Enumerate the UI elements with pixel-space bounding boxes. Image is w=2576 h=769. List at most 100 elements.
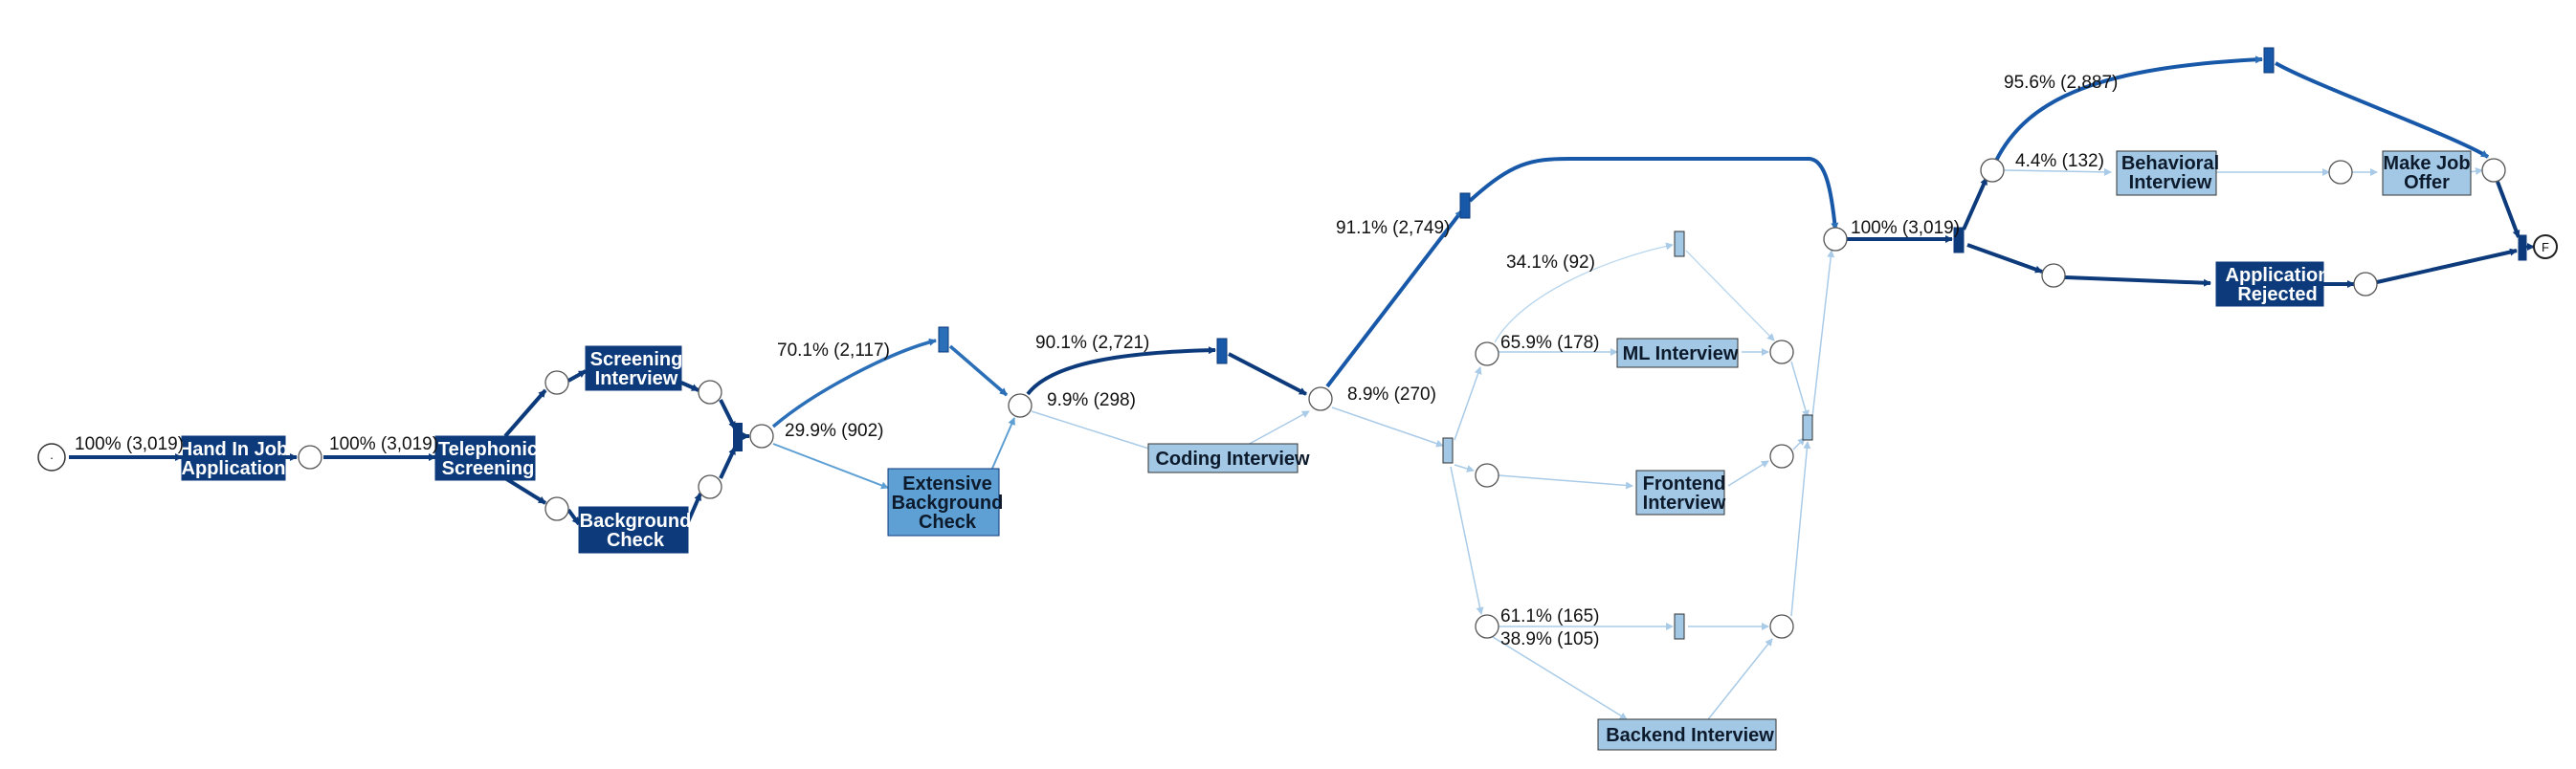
edge-label-p8-tau3: 91.1% (2,749) xyxy=(1336,218,1450,238)
edge-tau3-p15 xyxy=(1468,157,1839,231)
silent-transition-tau3 xyxy=(1459,192,1471,219)
place-p14 xyxy=(1769,614,1794,639)
edge-label-start-hand: 100% (3,019) xyxy=(75,434,184,454)
edge-tau4-p9 xyxy=(1454,366,1482,441)
place-p19 xyxy=(2481,158,2506,183)
silent-transitions-layer xyxy=(733,47,2527,640)
place-p1 xyxy=(298,445,322,470)
edge-coding-p8 xyxy=(1245,410,1310,447)
transition-rejected-line1: Application xyxy=(2226,265,2330,286)
edge-label-p9-ml: 65.9% (178) xyxy=(1500,333,1600,353)
place-p15 xyxy=(1823,227,1848,252)
place-p3 xyxy=(698,380,722,405)
edge-p10-frontend xyxy=(1498,474,1633,490)
edge-p16-tau9 xyxy=(1994,55,2263,162)
edge-label-p16-behav: 4.4% (132) xyxy=(2015,151,2104,171)
activity-transitions-layer: Hand In Job Application Telephonic Scree… xyxy=(179,150,2472,751)
silent-transition-tau7 xyxy=(1674,613,1685,640)
transition-hand-in-box xyxy=(181,435,286,481)
transition-coding-box xyxy=(1147,443,1299,473)
edge-label-p7-tau2: 90.1% (2,721) xyxy=(1035,333,1149,353)
transition-frontend-line1: Frontend xyxy=(1643,473,1726,494)
edge-label-p11-tau7: 61.1% (165) xyxy=(1500,606,1600,626)
transition-frontend-line2: Interview xyxy=(1643,493,1726,514)
place-p10 xyxy=(1475,463,1499,488)
transition-background-line1: Background xyxy=(580,511,692,532)
end-place xyxy=(2533,234,2558,259)
edge-p4-background xyxy=(566,508,581,526)
transition-screening-line1: Screening xyxy=(590,349,683,370)
place-p11 xyxy=(1475,614,1499,639)
transition-extensive-line1: Extensive xyxy=(902,473,991,494)
silent-transition-final xyxy=(2518,234,2527,261)
edge-label-split-ext: 29.9% (902) xyxy=(785,421,884,441)
edge-label-hand-tel: 100% (3,019) xyxy=(329,434,438,454)
edge-p8-tau4 xyxy=(1331,406,1444,448)
edge-label-p16-tau9: 95.6% (2,887) xyxy=(2004,73,2118,93)
edge-p7-coding xyxy=(1031,410,1159,453)
transition-background-line2: Check xyxy=(607,530,665,551)
transition-screening-line2: Interview xyxy=(595,368,678,389)
place-p6 xyxy=(749,424,774,449)
edge-tau8-p17 xyxy=(1966,243,2043,274)
edge-labels-layer: 100% (3,019) 100% (3,019) 70.1% (2,117) … xyxy=(75,73,2118,649)
edge-label-p15-tau8: 100% (3,019) xyxy=(1851,218,1960,238)
transition-telephonic-box xyxy=(434,435,536,481)
edge-tau6-p15 xyxy=(1811,250,1835,418)
edge-p17-rejected xyxy=(2064,275,2211,287)
transition-backend-box xyxy=(1597,718,1777,751)
edge-background-p5 xyxy=(685,493,702,525)
transition-offer-line1: Make Job xyxy=(2383,153,2470,174)
edge-p20-final xyxy=(2376,248,2518,284)
edge-p11-backend xyxy=(1492,636,1628,720)
place-p2 xyxy=(544,370,569,395)
silent-transition-tau5 xyxy=(1674,231,1685,257)
silent-transition-tau1 xyxy=(938,326,949,353)
edge-label-p8-tau4: 8.9% (270) xyxy=(1347,384,1436,405)
start-place xyxy=(37,443,66,472)
transition-extensive-line2: Background xyxy=(892,493,1004,514)
place-p18 xyxy=(2328,160,2353,185)
place-p13 xyxy=(1769,444,1794,469)
edge-p7-tau2 xyxy=(1026,346,1216,396)
transition-behavioral-line2: Interview xyxy=(2129,172,2212,193)
silent-transition-tau6 xyxy=(1802,414,1813,441)
transition-frontend-box xyxy=(1635,470,1725,516)
edge-frontend-p13 xyxy=(1727,460,1769,487)
place-p17 xyxy=(2041,263,2066,288)
edge-p12-tau6 xyxy=(1790,361,1810,418)
edge-tau4-p11 xyxy=(1450,466,1484,615)
place-p4 xyxy=(544,496,569,521)
silent-transition-tau8 xyxy=(1953,227,1965,253)
edge-p16-behavioral xyxy=(2003,167,2112,176)
edge-tau8-p16 xyxy=(1962,177,1988,231)
transition-behavioral-box xyxy=(2116,150,2217,196)
edge-label-p11-backend: 38.9% (105) xyxy=(1500,629,1600,649)
transition-telephonic-line1: Telephonic xyxy=(438,439,538,460)
place-p7 xyxy=(1008,393,1033,418)
edge-tau4-p10 xyxy=(1454,464,1475,472)
edges-layer xyxy=(69,55,2535,724)
transition-ml-box xyxy=(1616,338,1739,368)
edge-screening-p3 xyxy=(680,381,700,392)
edge-telephonic-p2 xyxy=(503,388,547,438)
silent-transition-tau4 xyxy=(1442,437,1454,464)
transition-extensive-line3: Check xyxy=(919,512,977,533)
edge-backend-p14 xyxy=(1704,638,1773,724)
place-p16 xyxy=(1980,158,2005,183)
place-p5 xyxy=(698,474,722,499)
edge-label-p7-coding: 9.9% (298) xyxy=(1047,390,1136,410)
transition-hand-in-line1: Hand In Job xyxy=(179,439,288,460)
place-p12 xyxy=(1769,340,1794,364)
places-layer: · F xyxy=(37,158,2558,639)
transition-rejected-line2: Rejected xyxy=(2237,284,2317,305)
edge-extensive-p7 xyxy=(990,417,1015,472)
edge-p9-tau5 xyxy=(1494,242,1674,343)
place-p9 xyxy=(1475,341,1499,366)
transition-ml-line1: ML Interview xyxy=(1623,343,1739,364)
transition-screening-interview-box xyxy=(585,345,682,391)
transition-offer-line2: Offer xyxy=(2404,172,2450,193)
silent-transition-join xyxy=(733,423,743,451)
place-p8 xyxy=(1308,386,1333,411)
